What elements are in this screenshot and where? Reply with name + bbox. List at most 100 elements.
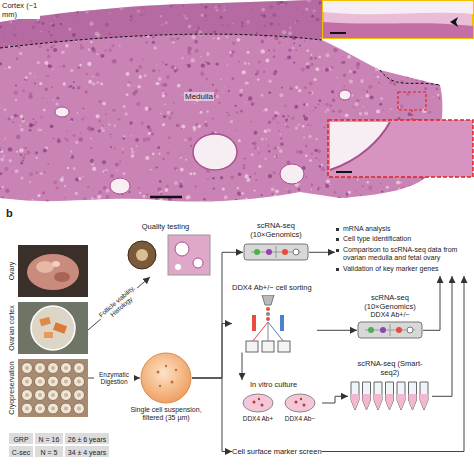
tissue-texture-part — [261, 194, 263, 196]
tissue-texture-part — [200, 71, 204, 75]
tissue-photo-part — [53, 322, 67, 334]
chip-icon-part — [266, 249, 272, 255]
tissue-texture-part — [439, 97, 441, 99]
sorter-icon-part — [268, 322, 284, 342]
step-label: Quality testing — [118, 222, 213, 231]
tissue-texture-part — [88, 48, 91, 51]
tissue-texture-part — [267, 145, 269, 147]
tissue-texture-part — [439, 76, 442, 79]
tissue-texture-part — [98, 119, 101, 122]
tissue-texture-part — [271, 187, 275, 191]
tissue-texture-part — [309, 196, 313, 200]
tissue-texture-part — [264, 108, 267, 111]
tissue-texture-part — [79, 137, 83, 141]
tissue-texture-part — [375, 67, 379, 71]
tissue-texture-part — [337, 197, 341, 201]
tissue-texture-part — [319, 165, 322, 168]
tissue-photo-part — [22, 403, 33, 414]
tissue-texture-part — [148, 132, 151, 135]
tissue-texture-part — [345, 196, 348, 199]
tissue-texture-part — [268, 80, 271, 83]
tissue-texture-part — [298, 89, 301, 92]
tissue-texture-part — [268, 174, 272, 178]
tissue-texture-part — [224, 195, 228, 199]
tissue-texture-part — [34, 76, 36, 78]
tissue-texture-part — [24, 153, 26, 155]
tissue-texture-part — [181, 57, 183, 59]
tissue-texture-part — [110, 134, 111, 135]
tissue-texture-part — [385, 68, 389, 72]
tissue-texture-part — [413, 42, 415, 44]
tissue-texture-part — [86, 73, 88, 75]
tissue-texture-part — [15, 98, 18, 101]
tissue-texture-part — [119, 45, 121, 47]
tissue-texture-part — [361, 97, 362, 98]
tissue-texture-part — [85, 116, 86, 117]
tissue-texture-part — [46, 200, 49, 203]
tissue-photo-part — [64, 393, 68, 397]
tissue-texture-part — [353, 106, 355, 108]
tissue-texture-part — [378, 46, 380, 48]
photo-label: Ovarian cortex — [8, 305, 15, 351]
tissue-texture-part — [396, 47, 398, 49]
tissue-texture-part — [305, 145, 307, 147]
ovary-photo: Ovary — [18, 245, 88, 297]
tube-icons-part — [409, 382, 417, 410]
tissue-texture-part — [273, 50, 275, 52]
tissue-texture-part — [364, 47, 368, 51]
tissue-texture-part — [274, 74, 275, 75]
tissue-texture-part — [250, 121, 251, 122]
tissue-photo — [18, 359, 88, 417]
chip-icon-part — [396, 327, 402, 333]
tissue-texture-part — [279, 93, 283, 97]
tissue-photo-part — [31, 306, 75, 350]
tissue-texture-part — [138, 65, 142, 69]
tissue-photo-part — [77, 366, 81, 370]
tissue-texture-part — [368, 85, 372, 89]
tissue-texture-part — [146, 137, 150, 141]
tissue-texture-part — [168, 136, 171, 139]
tissue-texture-part — [123, 172, 126, 175]
tissue-texture-part — [311, 189, 312, 190]
tissue-texture-part — [41, 116, 43, 118]
tissue-texture-part — [187, 195, 191, 199]
flow-arrow — [192, 378, 232, 452]
tissue-texture-part — [368, 186, 372, 190]
tissue-texture-part — [288, 190, 292, 194]
tissue-texture-part — [273, 71, 277, 75]
tissue-texture-part — [420, 199, 424, 203]
tissue-texture-part — [285, 124, 286, 125]
tissue-photo-part — [48, 403, 59, 414]
dish-icon-part — [295, 401, 298, 404]
tissue-texture-part — [205, 0, 209, 3]
tissue-texture-part — [0, 150, 3, 153]
cyst — [280, 164, 304, 184]
tissue-texture-part — [401, 80, 403, 82]
tissue-texture-part — [73, 134, 76, 137]
tissue-texture-part — [356, 99, 360, 103]
tissue-texture-part — [86, 1, 88, 3]
tissue-texture-part — [156, 166, 158, 168]
tissue-texture-part — [0, 158, 4, 162]
cell-sorting: DDX4 Ab+/− cell sorting — [232, 284, 317, 353]
tissue-texture-part — [40, 129, 42, 131]
tissue-texture-part — [159, 70, 161, 72]
tissue-texture-part — [131, 154, 135, 158]
tissue-texture-part — [309, 82, 313, 86]
tissue-texture-part — [235, 105, 237, 107]
tissue-texture-part — [341, 114, 342, 115]
tissue-texture-part — [333, 191, 336, 194]
tissue-texture-part — [201, 64, 205, 68]
tissue-texture-part — [309, 91, 312, 94]
tissue-texture-part — [29, 129, 32, 132]
tissue-texture-part — [411, 78, 412, 79]
tissue-texture-part — [251, 102, 255, 106]
tissue-texture-part — [106, 189, 110, 193]
tissue-texture-part — [70, 69, 73, 72]
tissue-texture-part — [248, 63, 250, 65]
tissue-photo — [18, 302, 88, 354]
tissue-texture-part — [217, 37, 220, 40]
tissue-texture-part — [36, 172, 38, 174]
tube-icons-part — [386, 382, 394, 410]
tissue-texture-part — [136, 102, 140, 106]
